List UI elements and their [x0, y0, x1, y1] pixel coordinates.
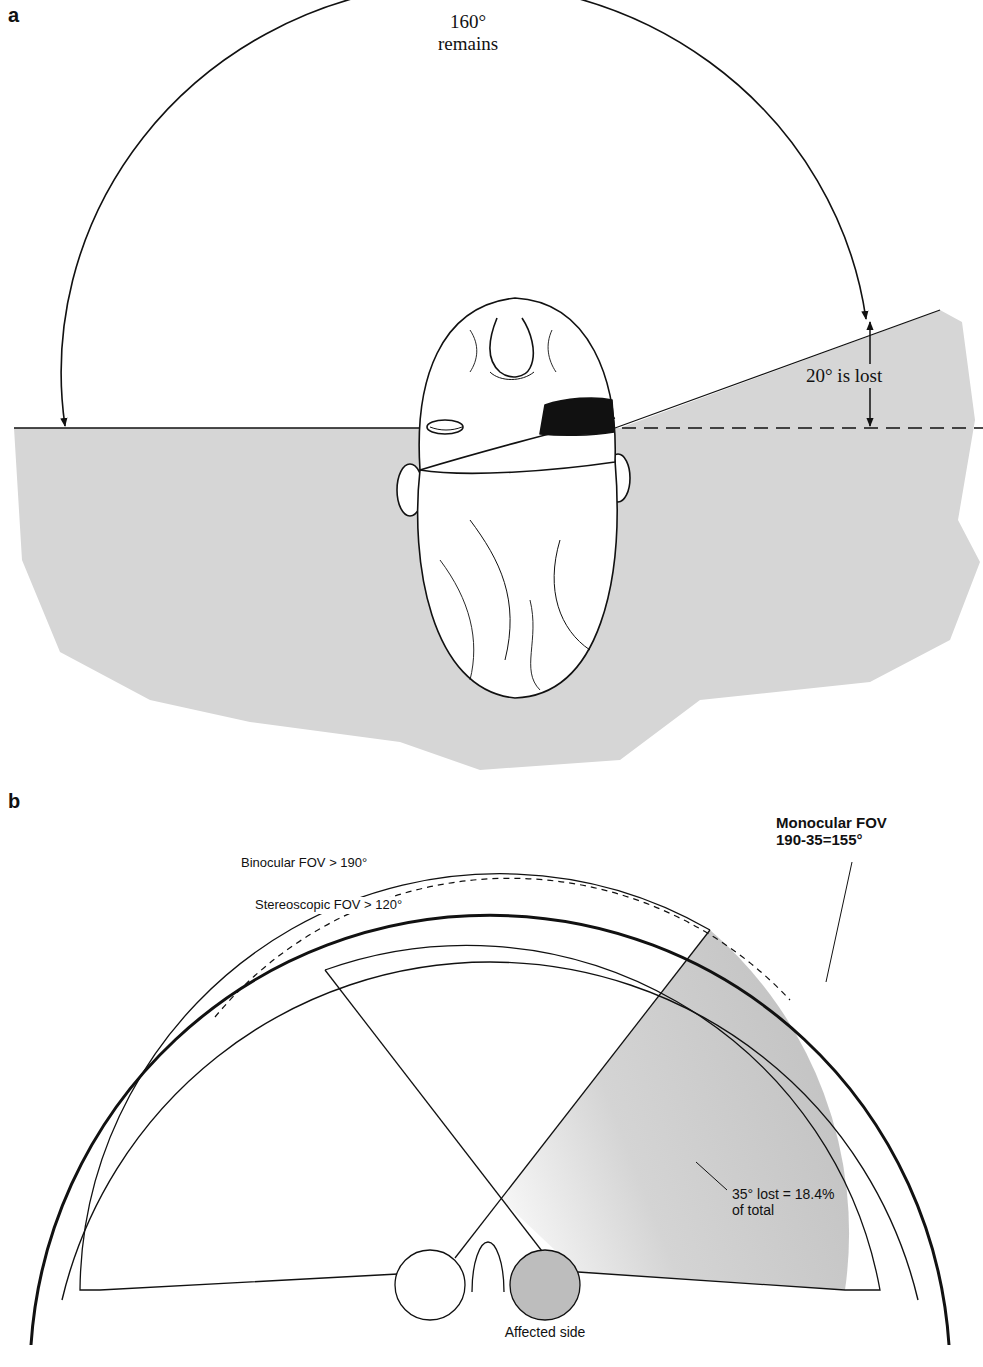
nose-symbol	[472, 1242, 504, 1292]
binocular-fov-arc	[62, 962, 918, 1300]
leader-line	[696, 1162, 727, 1190]
affected-eye	[510, 1250, 580, 1320]
left-eye-field	[80, 874, 710, 1290]
right-nasal-line	[325, 970, 545, 1255]
stereoscopic-fov-label: Stereoscopic FOV > 120°	[252, 897, 405, 914]
leader-line	[826, 862, 852, 982]
panel-letter: b	[8, 790, 20, 813]
right-eye-field	[325, 945, 880, 1290]
stereoscopic-fov-arc	[215, 878, 790, 1017]
loss-percentage-label: 35° lost = 18.4% of total	[732, 1186, 836, 1218]
remaining-angle-label: 160° remains	[429, 10, 507, 56]
left-eye	[395, 1250, 465, 1320]
head-drawing	[397, 298, 630, 698]
lost-angle-label: 20° is lost	[803, 364, 885, 388]
left-nasal-line	[455, 930, 710, 1258]
monocular-fov-arc	[31, 915, 949, 1345]
loss-region	[501, 930, 849, 1290]
field-limit-line	[615, 310, 940, 428]
horizon-dashed-line	[600, 427, 983, 429]
monocular-fov-label: Monocular FOV 190-35=155°	[776, 814, 898, 849]
panel-letter: a	[8, 4, 19, 27]
binocular-fov-label: Binocular FOV > 190°	[238, 855, 370, 872]
affected-side-label: Affected side	[505, 1324, 586, 1340]
